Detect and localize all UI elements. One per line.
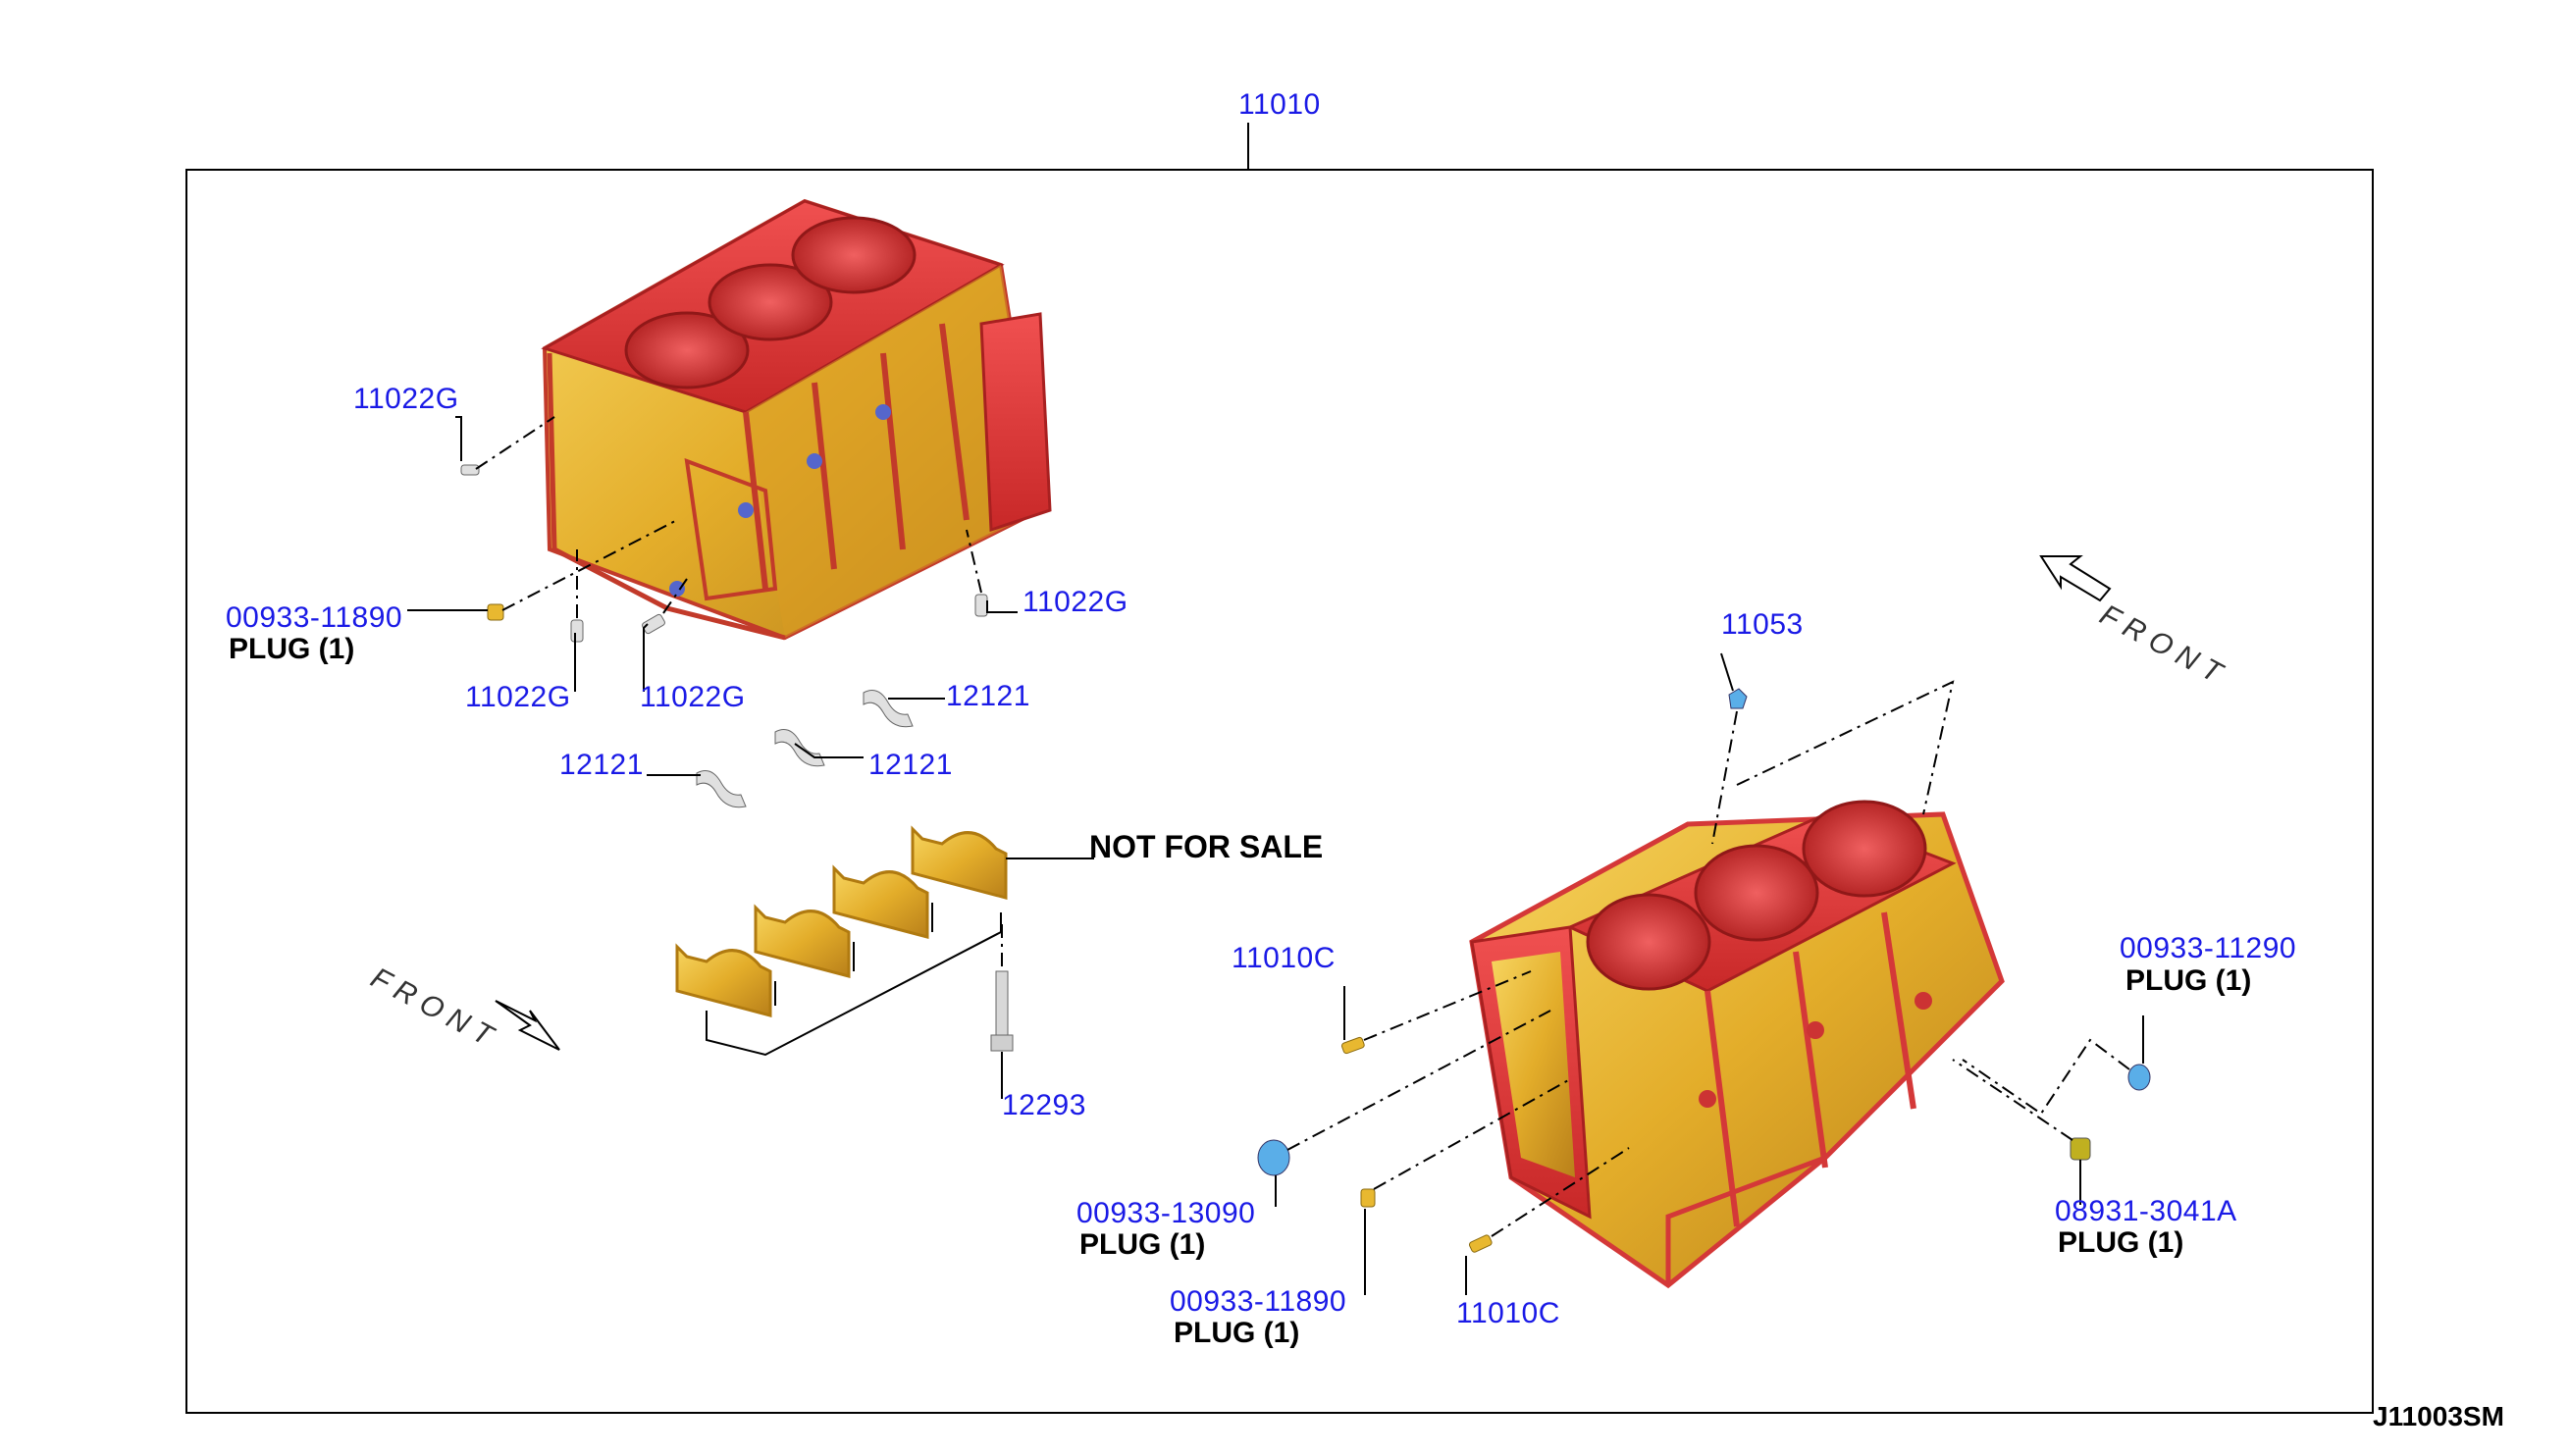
callout-12121-a[interactable]: 12121 [946,680,1030,712]
callout-00933-11890-left[interactable]: 00933-11890 [226,601,403,634]
qualifier-plug-left: PLUG (1) [229,633,355,665]
callout-11010c-lower[interactable]: 11010C [1456,1297,1560,1329]
callout-00933-13090[interactable]: 00933-13090 [1076,1197,1256,1229]
qualifier-plug-13090: PLUG (1) [1079,1228,1206,1261]
assembly-frame [185,169,2374,1414]
callout-12121-b[interactable]: 12121 [868,749,953,781]
qualifier-plug-11290: PLUG (1) [2125,964,2252,997]
cylinder-block-right [1469,800,2005,1289]
front-arrow-right-icon [2039,555,2112,602]
callout-11022g-lower-a[interactable]: 11022G [465,681,571,713]
callout-00933-11290[interactable]: 00933-11290 [2120,932,2297,964]
cylinder-block-left [541,198,1052,641]
callout-11053[interactable]: 11053 [1721,608,1804,641]
callout-12293[interactable]: 12293 [1002,1089,1086,1121]
qualifier-plug-3041a: PLUG (1) [2058,1226,2184,1259]
label-leaders [407,416,2144,1295]
callout-08931-3041a[interactable]: 08931-3041A [2055,1195,2237,1227]
not-for-sale-note: NOT FOR SALE [1089,829,1324,864]
qualifier-plug-11890-right: PLUG (1) [1174,1317,1300,1349]
callout-12121-c[interactable]: 12121 [559,749,644,781]
assembly-part-number[interactable]: 11010 [1238,88,1321,121]
main-bearing-caps [675,825,1094,1099]
callout-11022g-lower-b[interactable]: 11022G [640,681,746,713]
callout-11010c-upper[interactable]: 11010C [1232,942,1336,974]
callout-11022g-right[interactable]: 11022G [1023,586,1128,618]
front-arrow-left-icon [495,1000,560,1051]
callout-11022g-top[interactable]: 11022G [353,383,459,415]
callout-00933-11890-right[interactable]: 00933-11890 [1170,1285,1347,1318]
drawing-code: J11003SM [2373,1401,2504,1431]
right-small-parts [1257,680,2151,1253]
